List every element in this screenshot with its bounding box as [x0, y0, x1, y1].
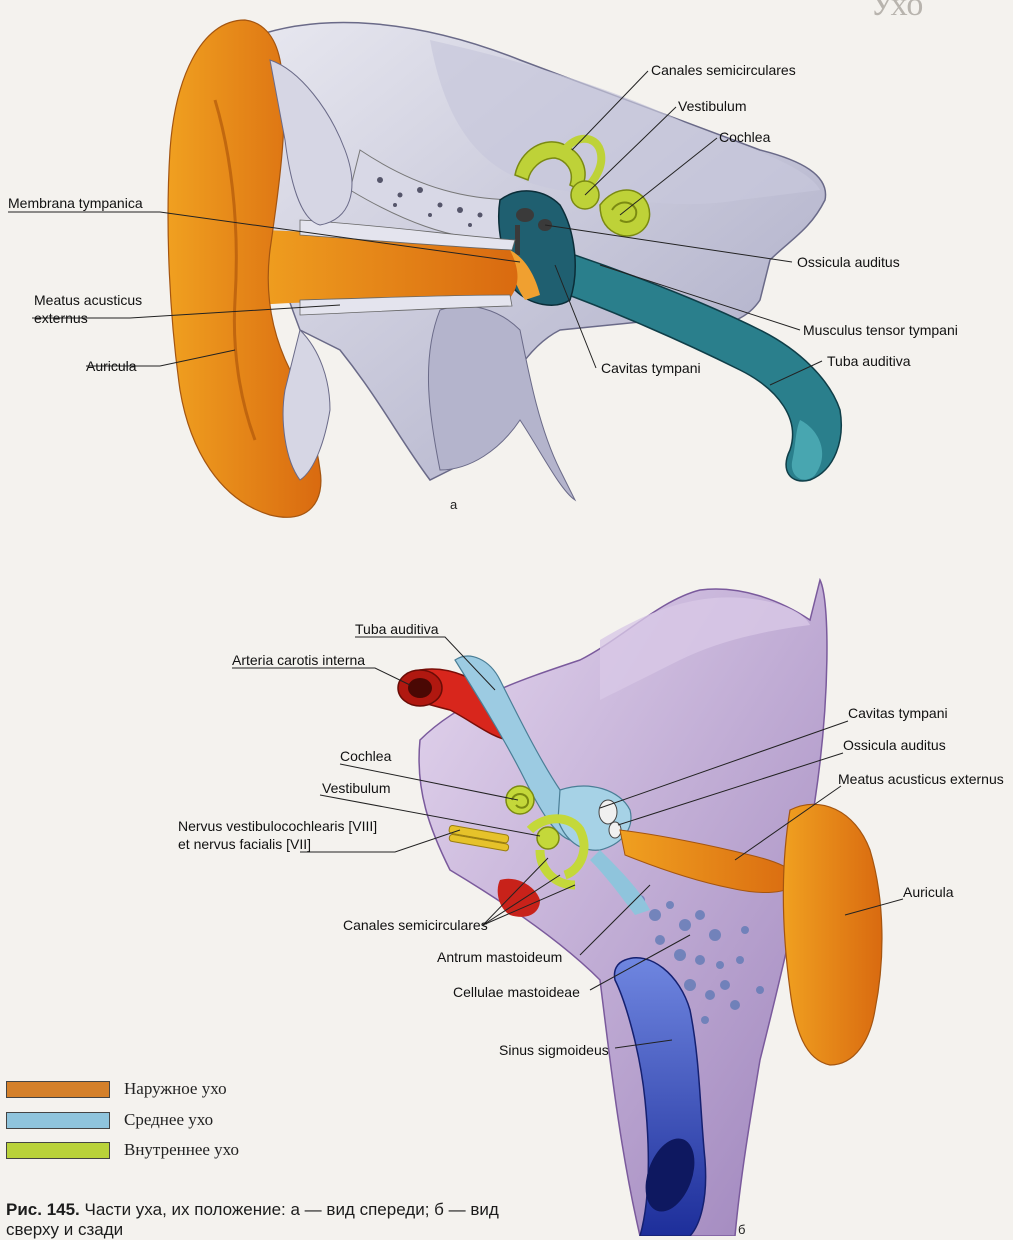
- label-antrum-mastoideum: Antrum mastoideum: [437, 949, 562, 965]
- panel-letter-a: a: [450, 497, 457, 512]
- caption-text: Части уха, их положение: а — вид спереди…: [6, 1200, 499, 1239]
- label-cochlea-b: Cochlea: [340, 748, 391, 764]
- label-meatus-acusticus-externus-b: Meatus acusticus externus: [838, 771, 1004, 787]
- label-nervus-line1: Nervus vestibulocochlearis [VIII]: [178, 818, 377, 834]
- legend-swatch-inner: [6, 1142, 110, 1159]
- figure-caption: Рис. 145. Части уха, их положение: а — в…: [6, 1200, 546, 1240]
- label-musculus-tensor: Musculus tensor tympani: [803, 322, 958, 338]
- label-membrana-tympanica: Membrana tympanica: [8, 195, 143, 211]
- auricle-b: [783, 804, 882, 1065]
- figure-a-drawing: [168, 20, 841, 517]
- label-meatus-line2-a: externus: [34, 310, 88, 326]
- label-canales-semicirculares-b: Canales semicirculares: [343, 917, 488, 933]
- label-canales-semicirculares-a: Canales semicirculares: [651, 62, 796, 78]
- label-ossicula-auditus-a: Ossicula auditus: [797, 254, 900, 270]
- legend-swatch-middle: [6, 1112, 110, 1129]
- caption-prefix: Рис. 145.: [6, 1200, 80, 1219]
- panel-letter-b: б: [738, 1222, 745, 1237]
- legend-item-external-ear: Наружное ухо: [6, 1078, 227, 1100]
- label-nervus-line2: et nervus facialis [VII]: [178, 836, 311, 852]
- label-sinus-sigmoideus: Sinus sigmoideus: [499, 1042, 609, 1058]
- label-tuba-auditiva-b: Tuba auditiva: [355, 621, 439, 637]
- label-cavitas-tympani-b: Cavitas tympani: [848, 705, 948, 721]
- legend-label-external: Наружное ухо: [124, 1079, 227, 1099]
- figure-b-drawing: [398, 580, 882, 1236]
- legend-swatch-external: [6, 1081, 110, 1098]
- label-ossicula-auditus-b: Ossicula auditus: [843, 737, 946, 753]
- label-arteria-carotis: Arteria carotis interna: [232, 652, 365, 668]
- label-auricula-b: Auricula: [903, 884, 954, 900]
- legend-item-middle-ear: Среднее ухо: [6, 1109, 213, 1131]
- label-cochlea-a: Cochlea: [719, 129, 770, 145]
- legend-label-middle: Среднее ухо: [124, 1110, 213, 1130]
- label-cavitas-tympani-a: Cavitas tympani: [601, 360, 701, 376]
- label-cellulae-mastoideae: Cellulae mastoideae: [453, 984, 580, 1000]
- label-tuba-auditiva-a: Tuba auditiva: [827, 353, 911, 369]
- legend-item-inner-ear: Внутреннее ухо: [6, 1139, 239, 1161]
- label-vestibulum-a: Vestibulum: [678, 98, 746, 114]
- label-meatus-line1-a: Meatus acusticus: [34, 292, 142, 308]
- label-auricula-a: Auricula: [86, 358, 137, 374]
- label-vestibulum-b: Vestibulum: [322, 780, 390, 796]
- legend-label-inner: Внутреннее ухо: [124, 1140, 239, 1160]
